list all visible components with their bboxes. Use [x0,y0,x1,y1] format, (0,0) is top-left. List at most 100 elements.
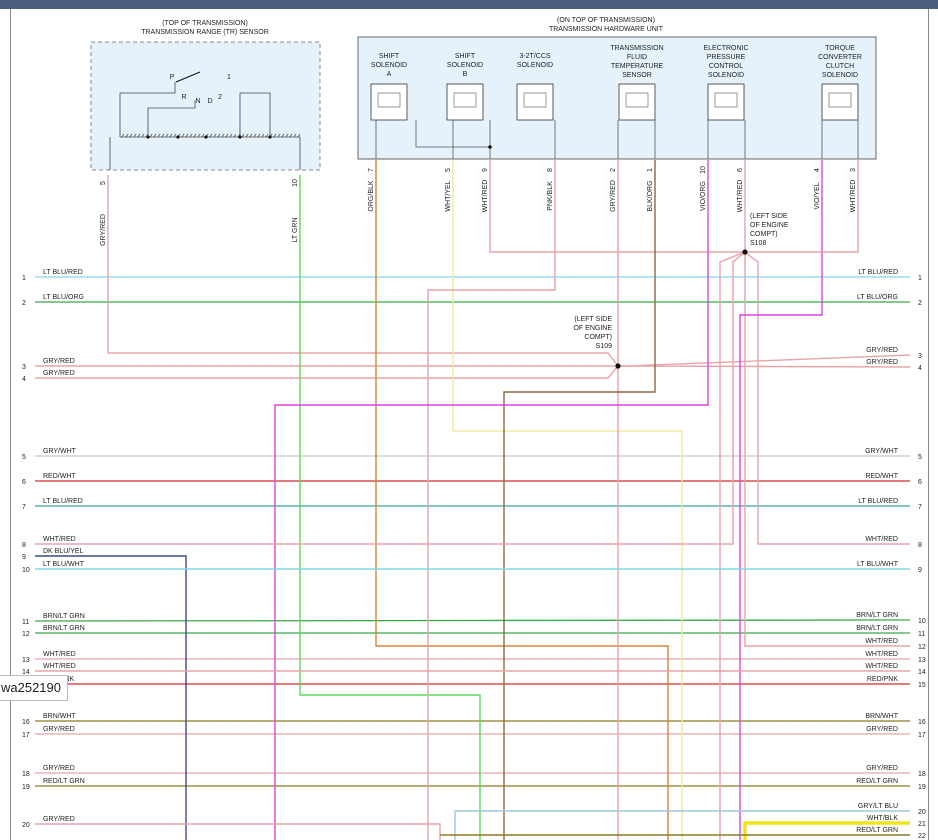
component-coil [714,92,738,108]
resistor-zigzag [265,133,269,138]
left-wire-label: RED/WHT [43,473,76,480]
right-wire-label: GRY/RED [866,765,898,772]
component-name: TORQUE [825,45,855,52]
hw-unit-location: (ON TOP OF TRANSMISSION) [557,17,655,24]
resistor-zigzag [149,133,153,138]
right-pin-number: 21 [918,821,926,828]
splice-s108-label: (LEFT SIDE [750,213,788,220]
left-wire-label: GRY/RED [43,816,75,823]
right-pin-number: 1 [918,275,922,282]
tr-wire-label: GRY/RED [100,214,107,246]
resistor-zigzag [273,133,277,138]
tr-position-label: 1 [227,74,231,81]
resistor-zigzag [125,133,129,138]
hw-wire-label: WHT/RED [737,180,744,213]
tr-pin-number: 5 [100,181,107,185]
resistor-zigzag [285,133,289,138]
tr-sensor-title: TRANSMISSION RANGE (TR) SENSOR [141,29,269,36]
splice-s109-dot [615,363,621,369]
right-pin-number: 19 [918,784,926,791]
component-name: TEMPERATURE [611,63,664,70]
left-wire-label: LT BLU/ORG [43,294,84,301]
hw-unit-box [357,36,877,160]
tr-node [204,135,208,139]
left-wire-label: GRY/RED [43,726,75,733]
right-pin-number: 9 [918,567,922,574]
hw-wire-label: PNK/BLK [547,181,554,211]
right-pin-number: 15 [918,682,926,689]
hw-wire-label: GRY/RED [610,180,617,212]
component-body [618,83,656,121]
left-pin-number: 9 [22,554,26,561]
diagram-frame [10,9,929,840]
right-wire-label: LT BLU/RED [858,269,898,276]
hw-pin-number: 6 [737,168,744,172]
right-pin-number: 20 [918,809,926,816]
left-wire-label: GRY/RED [43,765,75,772]
left-pin-number: 19 [22,784,30,791]
splice-s109-label: OF ENGINE [573,325,612,332]
tr-position-label: P [170,74,175,81]
component-coil [453,92,477,108]
left-wire-label: WHT/RED [43,663,76,670]
hw-pin-number: 5 [445,168,452,172]
right-wire-label: LT BLU/ORG [857,294,898,301]
wire-blk-org [503,160,656,840]
resistor-zigzag [129,133,133,138]
resistor-zigzag [157,133,161,138]
left-pin-number: 3 [22,364,26,371]
hw-pin-number: 1 [647,168,654,172]
splice-s108-label: S108 [750,240,766,247]
right-pin-number: 8 [918,542,922,549]
left-wire-label: GRY/WHT [43,448,77,455]
wire-s108-row8 [35,251,746,545]
resistor-zigzag [289,133,293,138]
wire-s108-right12 [744,252,910,647]
resistor-zigzag [137,133,141,138]
right-wire-label: WHT/BLK [867,815,898,822]
wire-vio-org [274,160,709,840]
resistor-zigzag [257,133,261,138]
wire-dk-blu-yel [35,555,187,840]
wire-gry-red-tr [107,175,619,367]
wire-org-blk [375,160,669,840]
left-pin-number: 18 [22,771,30,778]
tr-node [176,135,180,139]
resistor-zigzag [181,133,185,138]
left-wire-label: RED/LT GRN [43,778,85,785]
resistor-zigzag [197,133,201,138]
left-wire-label: BRN/WHT [43,713,76,720]
resistor-zigzag [213,133,217,138]
tr-position-label: R [181,94,186,101]
right-pin-number: 3 [918,353,922,360]
component-name: SOLENOID [447,62,483,69]
hw-pin-number: 2 [610,168,617,172]
component-name: CONTROL [709,63,743,70]
wire-pnk-blk [427,160,556,840]
left-pin-number: 10 [22,567,30,574]
hw-wire-label: WHT/RED [482,180,489,213]
left-pin-number: 14 [22,669,30,676]
component-name: SOLENOID [708,72,744,79]
component-name: ELECTRONIC [703,45,748,52]
wire-layer [34,160,911,840]
left-pin-number: 6 [22,479,26,486]
right-wire-label: WHT/RED [865,651,898,658]
left-pin-number: 7 [22,504,26,511]
component-name: TRANSMISSION [610,45,663,52]
hw-wire-label: BLK/ORG [647,180,654,211]
left-wire-label: DK BLU/YEL [43,548,84,555]
through-wire [34,619,911,622]
resistor-zigzag [297,133,301,138]
resistor-zigzag [153,133,157,138]
wire-s108-down [719,251,746,840]
right-pin-number: 5 [918,454,922,461]
resistor-zigzag [217,133,221,138]
right-pin-number: 16 [918,719,926,726]
right-wire-label: BRN/LT GRN [856,612,898,619]
right-wire-label: GRY/RED [866,726,898,733]
right-pin-number: 12 [918,644,926,651]
wire-wht-red-9 [489,160,745,253]
component-name: SOLENOID [371,62,407,69]
left-pin-number: 13 [22,657,30,664]
